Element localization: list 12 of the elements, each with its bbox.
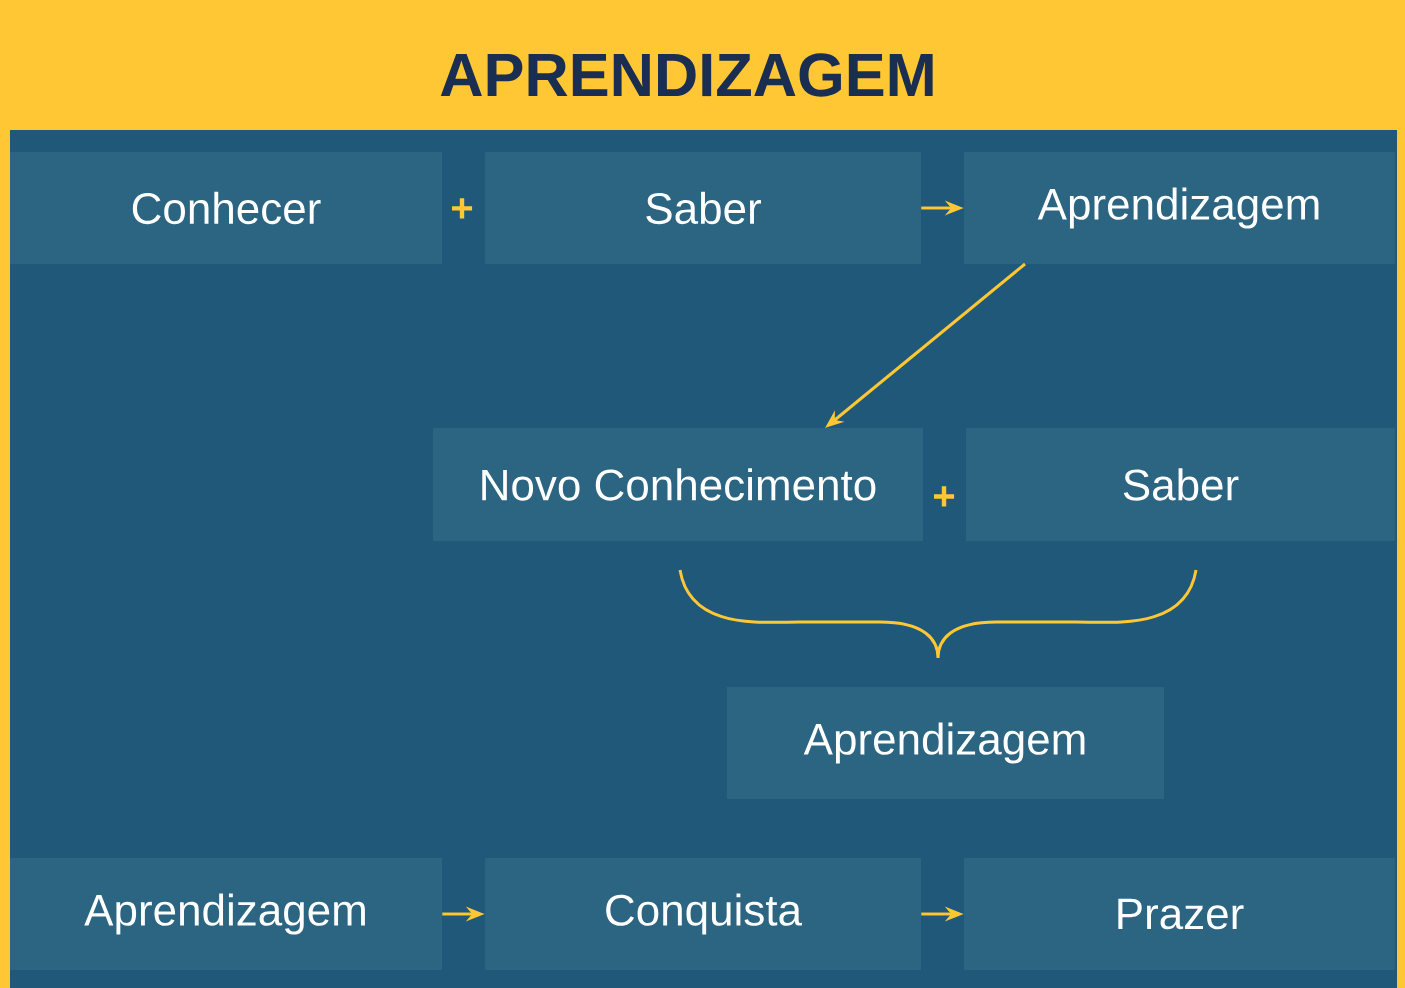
plus-sign: + bbox=[934, 486, 955, 507]
term-box: Aprendizagem bbox=[964, 152, 1395, 264]
term-box: Conquista bbox=[485, 858, 921, 970]
plus-sign: + bbox=[452, 198, 473, 219]
term-box: Saber bbox=[966, 428, 1395, 541]
term-box: Aprendizagem bbox=[727, 687, 1164, 799]
title: APRENDIZAGEM bbox=[440, 53, 933, 97]
term-box: Saber bbox=[485, 152, 921, 264]
term-box: Conhecer bbox=[10, 152, 442, 264]
term-box: Prazer bbox=[964, 858, 1395, 970]
term-box: Aprendizagem bbox=[10, 858, 442, 970]
term-box: Novo Conhecimento bbox=[433, 428, 923, 541]
